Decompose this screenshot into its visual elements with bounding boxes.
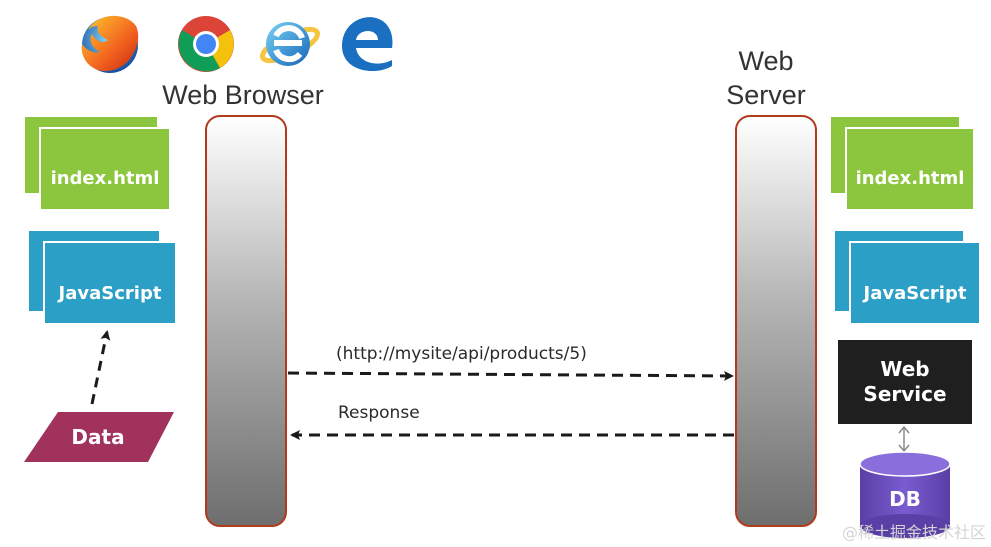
web-server-title-line2: Server (726, 80, 806, 110)
database-cylinder: DB (859, 451, 951, 538)
browser-lifeline (205, 115, 287, 527)
browser-javascript-file: JavaScript (27, 229, 177, 325)
web-service-box: Web Service (838, 340, 972, 424)
browser-javascript-label: JavaScript (57, 283, 162, 304)
server-javascript-file: JavaScript (833, 229, 981, 325)
request-arrow (287, 370, 734, 381)
server-index-html-file: index.html (829, 115, 975, 211)
data-shape: Data (24, 412, 174, 462)
web-server-title-line1: Web (738, 46, 793, 76)
server-javascript-label: JavaScript (862, 283, 967, 304)
web-service-label-line2: Service (863, 382, 946, 406)
browser-index-html-file: index.html (23, 115, 171, 211)
data-label: Data (71, 425, 124, 449)
firefox-icon (81, 15, 139, 73)
internet-explorer-icon (259, 22, 321, 66)
browser-index-html-label: index.html (51, 168, 160, 189)
data-to-javascript-arrow (90, 330, 111, 405)
chrome-icon (178, 16, 234, 72)
web-service-db-connector (898, 425, 910, 453)
server-lifeline (735, 115, 817, 527)
server-index-html-label: index.html (856, 168, 965, 189)
db-label: DB (889, 487, 921, 511)
web-browser-title: Web Browser (162, 80, 324, 110)
watermark-text: @稀土掘金技术社区 (842, 523, 986, 542)
web-service-label-line1: Web (880, 357, 929, 381)
response-label: Response (338, 403, 420, 423)
request-url-label: (http://mysite/api/products/5) (336, 344, 587, 364)
edge-icon (342, 17, 393, 72)
